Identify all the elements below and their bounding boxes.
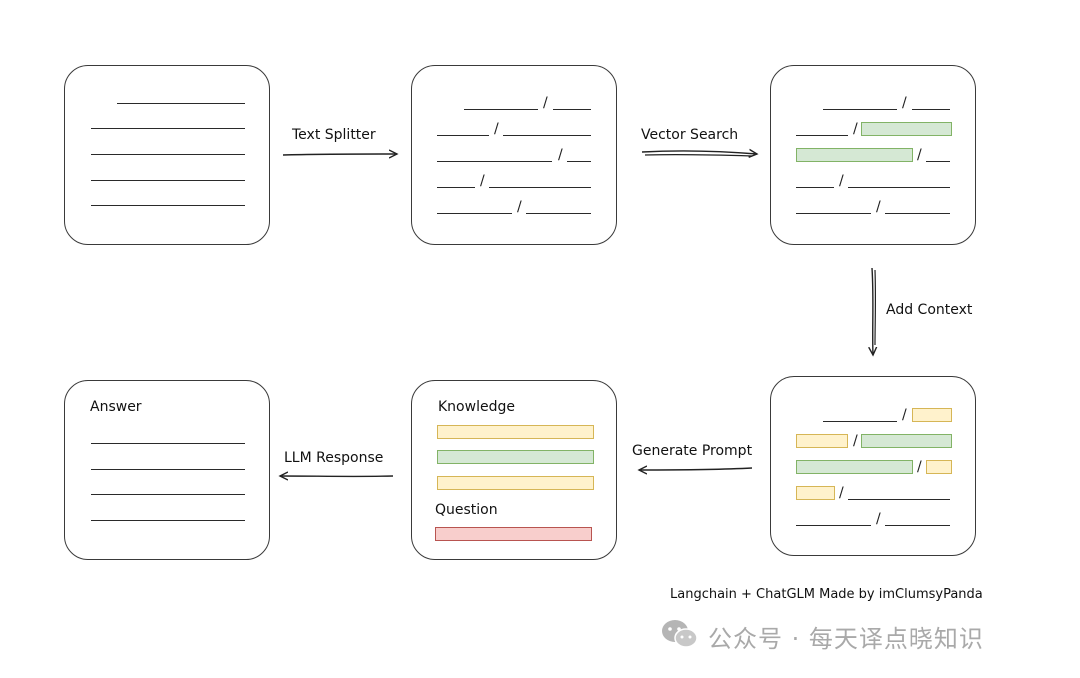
context-chunk-highlight <box>796 486 835 500</box>
question-title: Question <box>435 502 498 518</box>
question-block <box>435 527 592 541</box>
text-line <box>91 520 245 521</box>
text-line <box>848 499 950 500</box>
context-chunk-highlight <box>926 460 952 474</box>
edge-label-generate-prompt: Generate Prompt <box>632 443 753 459</box>
chunk-divider: / <box>902 95 907 111</box>
text-line <box>91 205 245 206</box>
text-line <box>91 128 245 129</box>
chunk-divider: / <box>543 95 548 111</box>
context-chunk-highlight <box>912 408 952 422</box>
split-chunks-card: / / / / / <box>411 65 617 245</box>
chunk-divider: / <box>517 199 522 215</box>
text-line <box>823 421 897 422</box>
text-line <box>823 109 897 110</box>
text-line <box>885 525 950 526</box>
text-line <box>437 161 552 162</box>
text-line <box>885 213 950 214</box>
chunk-divider: / <box>558 147 563 163</box>
text-line <box>91 494 245 495</box>
edge-label-vector-search: Vector Search <box>641 127 739 143</box>
text-line <box>464 109 538 110</box>
chunk-divider: / <box>853 121 858 137</box>
text-line <box>796 213 871 214</box>
matched-chunk-highlight <box>796 460 913 474</box>
answer-card: Answer <box>64 380 270 560</box>
wechat-icon <box>662 620 698 648</box>
chunk-divider: / <box>917 147 922 163</box>
knowledge-chunk-green <box>437 450 594 464</box>
chunk-divider: / <box>839 485 844 501</box>
text-line <box>567 161 591 162</box>
text-line <box>91 469 245 470</box>
text-line <box>437 135 489 136</box>
chunk-divider: / <box>876 199 881 215</box>
matched-chunk-highlight <box>861 434 952 448</box>
arrow-vector-search <box>641 151 757 156</box>
edge-label-llm-response: LLM Response <box>284 450 384 466</box>
credit-text: Langchain + ChatGLM Made by imClumsyPand… <box>670 587 983 602</box>
text-line <box>796 135 848 136</box>
answer-title: Answer <box>90 399 142 415</box>
text-line <box>848 187 950 188</box>
text-line <box>91 443 245 444</box>
context-chunk-highlight <box>796 434 848 448</box>
matched-chunk-highlight <box>861 122 952 136</box>
chunk-divider: / <box>876 511 881 527</box>
matched-chunk-highlight <box>796 148 913 162</box>
chunk-divider: / <box>917 459 922 475</box>
chunk-divider: / <box>853 433 858 449</box>
text-line <box>526 213 591 214</box>
arrow-add-context <box>872 267 875 355</box>
knowledge-title: Knowledge <box>438 399 515 415</box>
chunk-divider: / <box>839 173 844 189</box>
arrow-text-splitter <box>282 154 397 155</box>
text-line <box>796 187 834 188</box>
text-line <box>489 187 591 188</box>
knowledge-chunk-yellow <box>437 476 594 490</box>
edge-label-add-context: Add Context <box>886 302 973 318</box>
chunk-divider: / <box>494 121 499 137</box>
prompt-card: Knowledge Question <box>411 380 617 560</box>
text-line <box>117 103 245 104</box>
chunk-divider: / <box>480 173 485 189</box>
arrow-generate-prompt <box>639 468 753 470</box>
text-line <box>796 525 871 526</box>
text-line <box>91 154 245 155</box>
text-line <box>437 187 475 188</box>
text-line <box>553 109 591 110</box>
text-line <box>912 109 950 110</box>
knowledge-chunk-yellow <box>437 425 594 439</box>
text-line <box>503 135 591 136</box>
text-line <box>91 180 245 181</box>
document-card <box>64 65 270 245</box>
text-line <box>926 161 950 162</box>
text-line <box>437 213 512 214</box>
vector-search-card: / / / / / <box>770 65 976 245</box>
chunk-divider: / <box>902 407 907 423</box>
watermark-text: 公众号 · 每天译点晓知识 <box>708 625 984 653</box>
edge-label-text-splitter: Text Splitter <box>292 127 376 143</box>
context-card: / / / / / <box>770 376 976 556</box>
